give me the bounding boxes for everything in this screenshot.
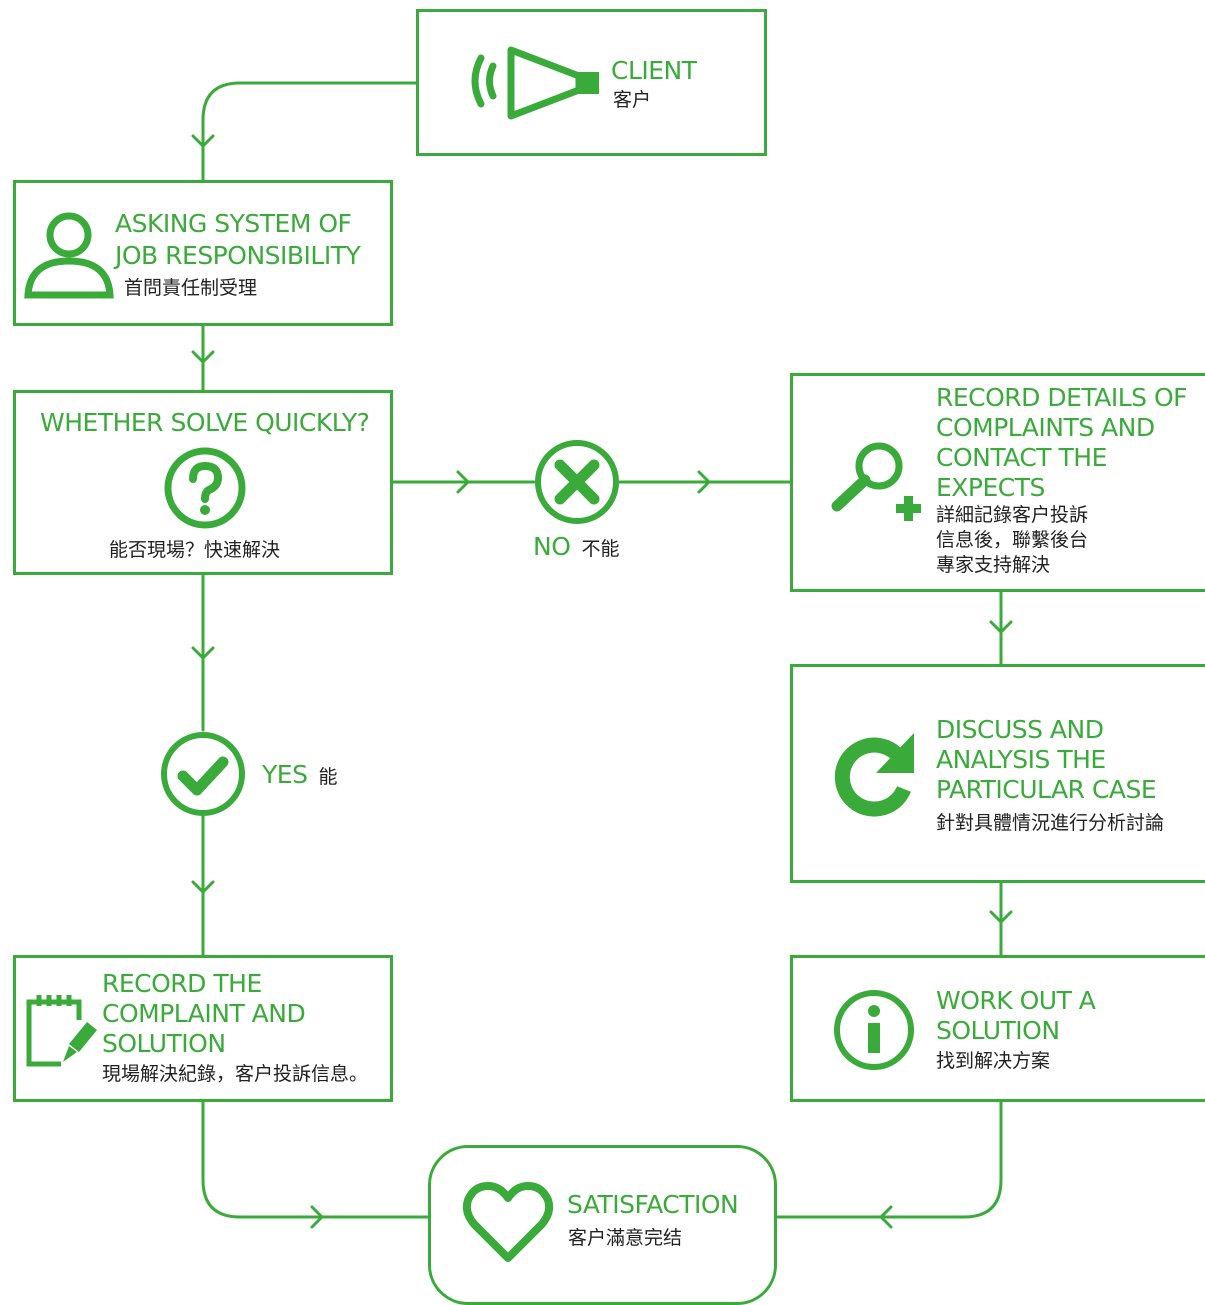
no-label-zh: 不能 [581,538,620,560]
satisfaction-subtitle: 客户滿意完结 [568,1227,683,1249]
asking-box: ASKING SYSTEM OF JOB RESPONSIBILITY 首問責任… [13,180,393,326]
record-details-title-3: CONTACT THE [936,443,1107,472]
arrow-down-4 [191,880,215,894]
arrow-down-1 [191,134,215,148]
discuss-title-3: PARTICULAR CASE [936,775,1157,804]
arrow-right-3 [310,1205,324,1229]
work-out-title-2: SOLUTION [936,1016,1060,1045]
asking-title-line2: JOB RESPONSIBILITY [115,241,361,270]
yes-label: YES 能 [262,760,338,790]
no-label-en: NO [533,532,571,561]
connector-workout-satisfaction [773,1099,1003,1219]
close-circle-icon [535,440,619,524]
whether-subtitle: 能否現場？快速解決 [109,539,281,561]
client-subtitle: 客户 [613,89,652,111]
record-details-subtitle-3: 專家支持解決 [936,554,1051,576]
arrow-right-1 [456,470,470,494]
whether-box: WHETHER SOLVE QUICKLY? 能否現場？快速解決 [13,390,393,575]
discuss-subtitle: 針對具體情況進行分析討論 [936,812,1165,834]
satisfaction-box: SATISFACTION 客户滿意完结 [428,1145,777,1305]
arrow-down-5 [989,620,1013,634]
discuss-title-2: ANALYSIS THE [936,745,1106,774]
question-icon [164,447,246,529]
record-details-box: RECORD DETAILS OF COMPLAINTS AND CONTACT… [790,373,1205,592]
info-icon [834,990,914,1070]
heart-icon [462,1182,554,1262]
megaphone-icon [471,46,599,120]
work-out-box: WORK OUT A SOLUTION 找到解决方案 [790,955,1205,1102]
arrow-right-2 [697,470,711,494]
discuss-box: DISCUSS AND ANALYSIS THE PARTICULAR CASE… [790,664,1205,883]
no-label: NO 不能 [533,532,620,562]
arrow-left-1 [879,1205,893,1229]
work-out-title-1: WORK OUT A [936,986,1096,1015]
client-title: CLIENT [611,56,697,85]
yes-label-zh: 能 [318,766,338,788]
arrow-down-6 [989,910,1013,924]
record-details-title-1: RECORD DETAILS OF [936,383,1188,412]
record-complaint-title-3: SOLUTION [102,1029,226,1058]
asking-subtitle: 首問責任制受理 [124,277,258,299]
whether-title: WHETHER SOLVE QUICKLY? [40,408,370,437]
yes-label-en: YES [262,760,308,789]
refresh-icon [834,733,914,817]
discuss-title-1: DISCUSS AND [936,715,1104,744]
record-details-subtitle-1: 詳細記錄客户投訴 [936,504,1089,526]
check-circle-icon [161,732,245,816]
record-complaint-subtitle: 現場解決紀錄，客户投訴信息。 [102,1063,369,1085]
record-complaint-box: RECORD THE COMPLAINT AND SOLUTION 現場解決紀錄… [13,955,393,1102]
connector-record-satisfaction [201,1099,432,1219]
record-complaint-title-1: RECORD THE [102,969,262,998]
record-details-title-2: COMPLAINTS AND [936,413,1155,442]
record-details-title-4: EXPECTS [936,473,1045,502]
person-icon [24,212,114,299]
notepad-pencil-icon [26,995,97,1067]
work-out-subtitle: 找到解决方案 [936,1050,1051,1072]
arrow-down-2 [191,350,215,364]
asking-title-line1: ASKING SYSTEM OF [115,209,352,238]
record-details-subtitle-2: 信息後，聯繫後台 [936,529,1089,551]
record-complaint-title-2: COMPLAINT AND [102,999,306,1028]
satisfaction-title: SATISFACTION [567,1190,739,1219]
client-box: CLIENT 客户 [416,9,767,156]
search-plus-icon [831,442,921,521]
arrow-down-3 [191,646,215,660]
connector-client-asking [201,81,419,182]
